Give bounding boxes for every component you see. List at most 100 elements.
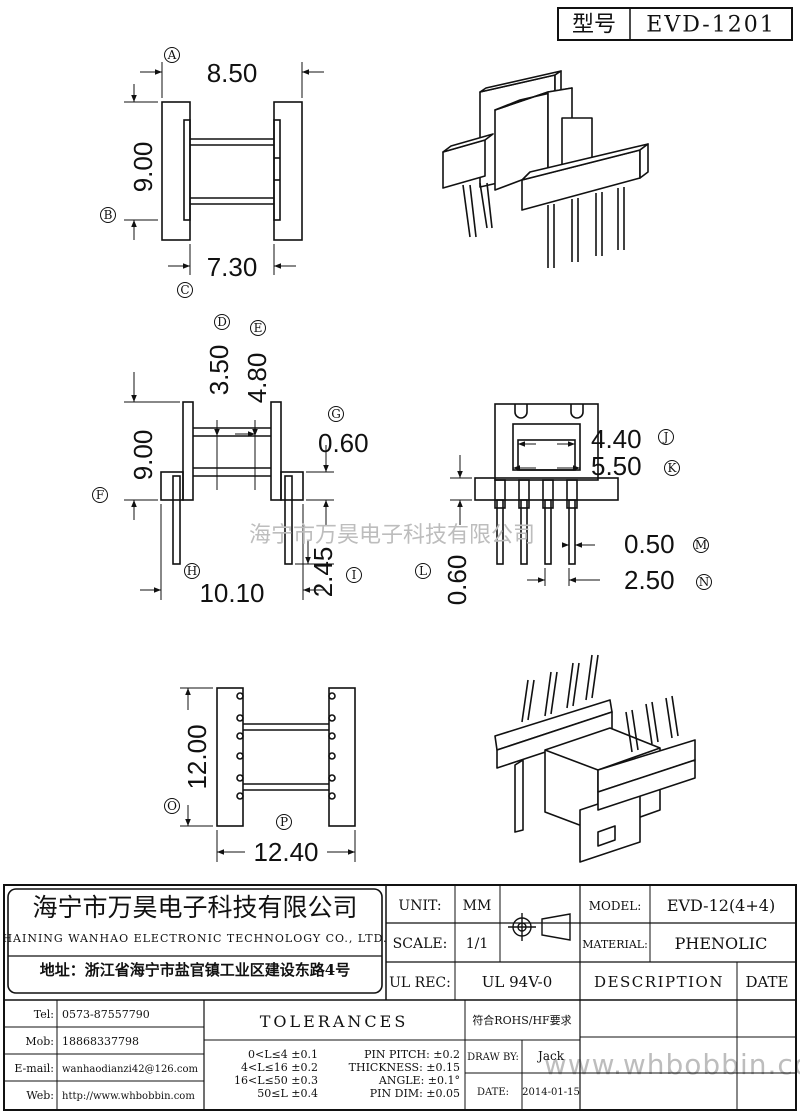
svg-text:I: I bbox=[352, 568, 357, 582]
marker-g: G bbox=[328, 406, 344, 422]
dim-bottom-width: 12.40 bbox=[253, 837, 318, 867]
svg-text:O: O bbox=[167, 799, 177, 813]
company-name-cn: 海宁市万昊电子科技有限公司 bbox=[32, 893, 357, 922]
isometric-view-bottom bbox=[494, 654, 696, 863]
model-header-value: EVD-1201 bbox=[646, 13, 775, 38]
marker-p: P bbox=[276, 814, 292, 830]
unit-label: UNIT: bbox=[398, 898, 441, 914]
watermark-website: www.whbobbin.com bbox=[544, 1048, 800, 1081]
svg-text:C: C bbox=[180, 283, 189, 297]
contact-tel-value: 0573-87557790 bbox=[62, 1008, 150, 1021]
tolerance-other-rule: PIN DIM: ±0.05 bbox=[370, 1087, 460, 1100]
bottom-view bbox=[180, 687, 356, 862]
date-header: DATE bbox=[746, 973, 789, 991]
model-header-label: 型号 bbox=[572, 13, 616, 38]
marker-f: F bbox=[92, 487, 108, 503]
tolerance-length-rule: 50≤L ±0.4 bbox=[257, 1087, 318, 1100]
dim-front-m: 0.50 bbox=[624, 529, 675, 559]
dim-side-e: 4.80 bbox=[242, 353, 272, 404]
dim-side-width: 10.10 bbox=[199, 578, 264, 608]
svg-text:L: L bbox=[419, 564, 427, 578]
svg-text:H: H bbox=[187, 564, 197, 578]
top-view bbox=[124, 62, 324, 275]
date-label: DATE: bbox=[477, 1087, 509, 1098]
marker-l: L bbox=[415, 563, 431, 579]
tolerance-other-rule: PIN PITCH: ±0.2 bbox=[364, 1048, 460, 1061]
contacts-table: Tel: 0573-87557790 Mob: 18868337798 E-ma… bbox=[14, 1008, 198, 1102]
tolerance-length-rule: 16<L≤50 ±0.3 bbox=[234, 1074, 318, 1087]
dim-front-j: 4.40 bbox=[591, 424, 642, 454]
dim-top-inner: 7.30 bbox=[207, 252, 258, 282]
contact-tel-label: Tel: bbox=[34, 1008, 54, 1021]
front-view bbox=[450, 403, 619, 586]
tolerances-title: TOLERANCES bbox=[260, 1012, 409, 1031]
marker-i: I bbox=[346, 567, 362, 583]
date-value: 2014-01-15 bbox=[522, 1087, 580, 1098]
draw-by-label: DRAW BY: bbox=[467, 1052, 519, 1063]
svg-text:J: J bbox=[662, 430, 669, 444]
contact-mob-value: 18868337798 bbox=[62, 1035, 139, 1048]
marker-m: M bbox=[693, 537, 709, 553]
tolerance-other-rule: ANGLE: ±0.1° bbox=[378, 1074, 460, 1087]
dim-side-d: 3.50 bbox=[204, 345, 234, 396]
model-label: MODEL: bbox=[589, 899, 642, 913]
tolerances-other-list: PIN PITCH: ±0.2 THICKNESS: ±0.15 ANGLE: … bbox=[349, 1048, 460, 1100]
company-name-en: HAINING WANHAO ELECTRONIC TECHNOLOGY CO.… bbox=[2, 932, 387, 945]
isometric-view-top bbox=[442, 70, 649, 268]
marker-n: N bbox=[696, 574, 712, 590]
description-header: DESCRIPTION bbox=[594, 973, 724, 991]
dim-side-g: 0.60 bbox=[318, 428, 369, 458]
marker-e: E bbox=[250, 320, 266, 336]
draw-by-value: Jack bbox=[536, 1049, 565, 1063]
model-header: 型号 EVD-1201 bbox=[557, 7, 793, 41]
dim-top-height: 9.00 bbox=[128, 142, 158, 193]
svg-text:A: A bbox=[167, 48, 177, 62]
dim-top-width: 8.50 bbox=[207, 58, 258, 88]
svg-text:G: G bbox=[331, 407, 341, 421]
contact-email-label: E-mail: bbox=[14, 1062, 54, 1075]
ulrec-label: UL REC: bbox=[389, 975, 451, 991]
svg-text:E: E bbox=[254, 321, 263, 335]
svg-text:K: K bbox=[668, 461, 678, 475]
watermark-company: 海宁市万昊电子科技有限公司 bbox=[249, 523, 535, 548]
dim-side-i: 2.45 bbox=[308, 547, 338, 598]
dim-bottom-height: 12.00 bbox=[182, 724, 212, 789]
projection-symbol-icon bbox=[508, 913, 571, 941]
tolerance-length-rule: 4<L≤16 ±0.2 bbox=[241, 1061, 318, 1074]
marker-h: H bbox=[184, 563, 200, 579]
tolerance-length-rule: 0<L≤4 ±0.1 bbox=[248, 1048, 318, 1061]
svg-text:P: P bbox=[280, 815, 288, 829]
marker-j: J bbox=[658, 429, 674, 445]
ulrec-value: UL 94V-0 bbox=[482, 973, 553, 991]
marker-b: B bbox=[100, 207, 116, 223]
dim-front-n: 2.50 bbox=[624, 565, 675, 595]
material-value: PHENOLIC bbox=[675, 934, 768, 953]
contact-web-label: Web: bbox=[26, 1089, 54, 1102]
contact-mob-label: Mob: bbox=[25, 1035, 54, 1048]
marker-o: O bbox=[164, 798, 180, 814]
scale-label: SCALE: bbox=[393, 936, 448, 952]
rohs-compliance: 符合ROHS/HF要求 bbox=[472, 1013, 571, 1027]
svg-text:B: B bbox=[104, 208, 113, 222]
tolerance-other-rule: THICKNESS: ±0.15 bbox=[349, 1061, 460, 1074]
svg-text:F: F bbox=[96, 488, 104, 502]
dim-side-height: 9.00 bbox=[128, 430, 158, 481]
contact-email-value: wanhaodianzi42@126.com bbox=[62, 1064, 198, 1075]
marker-k: K bbox=[664, 460, 680, 476]
svg-text:M: M bbox=[695, 538, 707, 552]
svg-text:D: D bbox=[217, 315, 227, 329]
title-block bbox=[3, 884, 797, 1111]
dim-front-l: 0.60 bbox=[442, 555, 472, 606]
contact-web-value: http://www.whbobbin.com bbox=[62, 1091, 195, 1102]
tolerances-length-list: 0<L≤4 ±0.1 4<L≤16 ±0.2 16<L≤50 ±0.3 50≤L… bbox=[234, 1048, 318, 1100]
side-view bbox=[124, 372, 334, 600]
marker-d: D bbox=[214, 314, 230, 330]
unit-value: MM bbox=[463, 898, 492, 914]
company-address: 地址：浙江省海宁市盐官镇工业区建设东路4号 bbox=[40, 961, 350, 979]
dim-front-k: 5.50 bbox=[591, 451, 642, 481]
svg-text:N: N bbox=[699, 575, 710, 589]
marker-c: C bbox=[177, 282, 193, 298]
model-value: EVD-12(4+4) bbox=[667, 896, 775, 915]
scale-value: 1/1 bbox=[466, 936, 489, 952]
